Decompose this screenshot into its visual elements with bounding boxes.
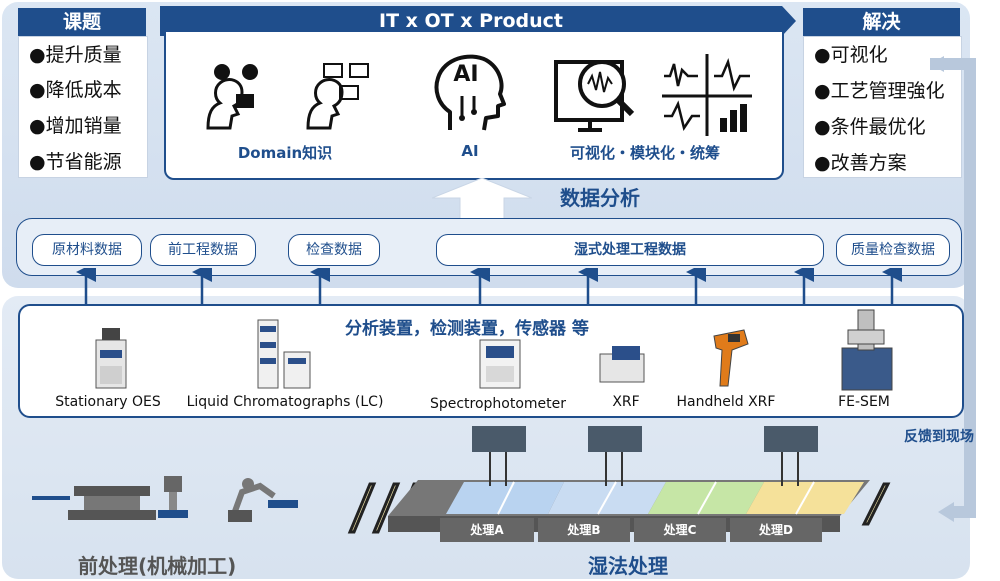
machining-icons xyxy=(32,476,298,522)
stationary-oes-icon xyxy=(95,328,127,389)
device-label-spectro: Spectrophotometer xyxy=(429,396,567,412)
feedback-label: 反馈到现场 xyxy=(904,429,974,445)
device-label-lc: Liquid Chromatographs (LC) xyxy=(186,394,384,410)
process-step-a: 处理A xyxy=(440,518,534,542)
center-header-arrow xyxy=(160,6,796,36)
spectrophotometer-icon xyxy=(479,339,521,389)
solution-item: ●条件最优化 xyxy=(814,116,926,138)
issue-item: ●增加销量 xyxy=(29,115,122,137)
issue-item: ●节省能源 xyxy=(29,151,122,173)
preprocess-label: 前处理(机械加工) xyxy=(78,554,237,578)
domain-knowledge-label: Domain知识 xyxy=(237,144,333,162)
up-arrow-icon xyxy=(432,178,532,220)
fe-sem-icon xyxy=(841,309,893,391)
center-title: IT x OT x Product xyxy=(379,10,563,32)
solutions-header: 解决 xyxy=(803,8,960,36)
data-source-raw-material: 原材料数据 xyxy=(32,234,142,266)
handheld-xrf-icon xyxy=(713,329,749,387)
ai-label: AI xyxy=(461,142,479,160)
issue-item: ●提升质量 xyxy=(29,44,122,66)
process-step-c: 处理C xyxy=(634,518,726,542)
visualization-label: 可视化・模块化・统筹 xyxy=(569,144,720,162)
device-to-data-arrows xyxy=(76,268,902,304)
process-step-d: 处理D xyxy=(730,518,822,542)
xrf-icon xyxy=(599,346,645,383)
solution-item: ●工艺管理強化 xyxy=(814,80,945,102)
device-label-oes: Stationary OES xyxy=(55,394,161,410)
process-step-b: 处理B xyxy=(538,518,630,542)
device-label-xrf: XRF xyxy=(612,394,640,410)
visualization-icon xyxy=(554,54,752,136)
devices-title: 分析装置，检测装置，传感器 等 xyxy=(345,319,589,339)
ai-head-text: AI xyxy=(453,62,479,87)
data-source-pre-process: 前工程数据 xyxy=(150,234,256,266)
feedback-arrow xyxy=(930,56,976,522)
device-label-handheld-xrf: Handheld XRF xyxy=(676,394,776,410)
wet-process-label: 湿法处理 xyxy=(588,554,668,578)
ai-head-icon xyxy=(434,54,506,131)
issues-list: ●提升质量 ●降低成本 ●增加销量 ●节省能源 xyxy=(18,36,148,178)
data-source-inspection: 检查数据 xyxy=(288,234,380,266)
data-analysis-label: 数据分析 xyxy=(560,186,640,210)
data-source-wet-process: 湿式处理工程数据 xyxy=(436,234,824,266)
wet-process-line xyxy=(347,426,891,534)
issue-item: ●降低成本 xyxy=(29,79,122,101)
solution-item: ●可视化 xyxy=(814,44,888,66)
domain-knowledge-icon xyxy=(206,63,369,130)
issues-header: 课题 xyxy=(18,8,146,36)
device-label-fe-sem: FE-SEM xyxy=(838,394,890,410)
liquid-chromatograph-icon xyxy=(257,319,311,389)
data-source-quality: 质量检查数据 xyxy=(836,234,950,266)
solution-item: ●改善方案 xyxy=(814,152,907,174)
solutions-list: ●可视化 ●工艺管理強化 ●条件最优化 ●改善方案 xyxy=(803,36,962,178)
